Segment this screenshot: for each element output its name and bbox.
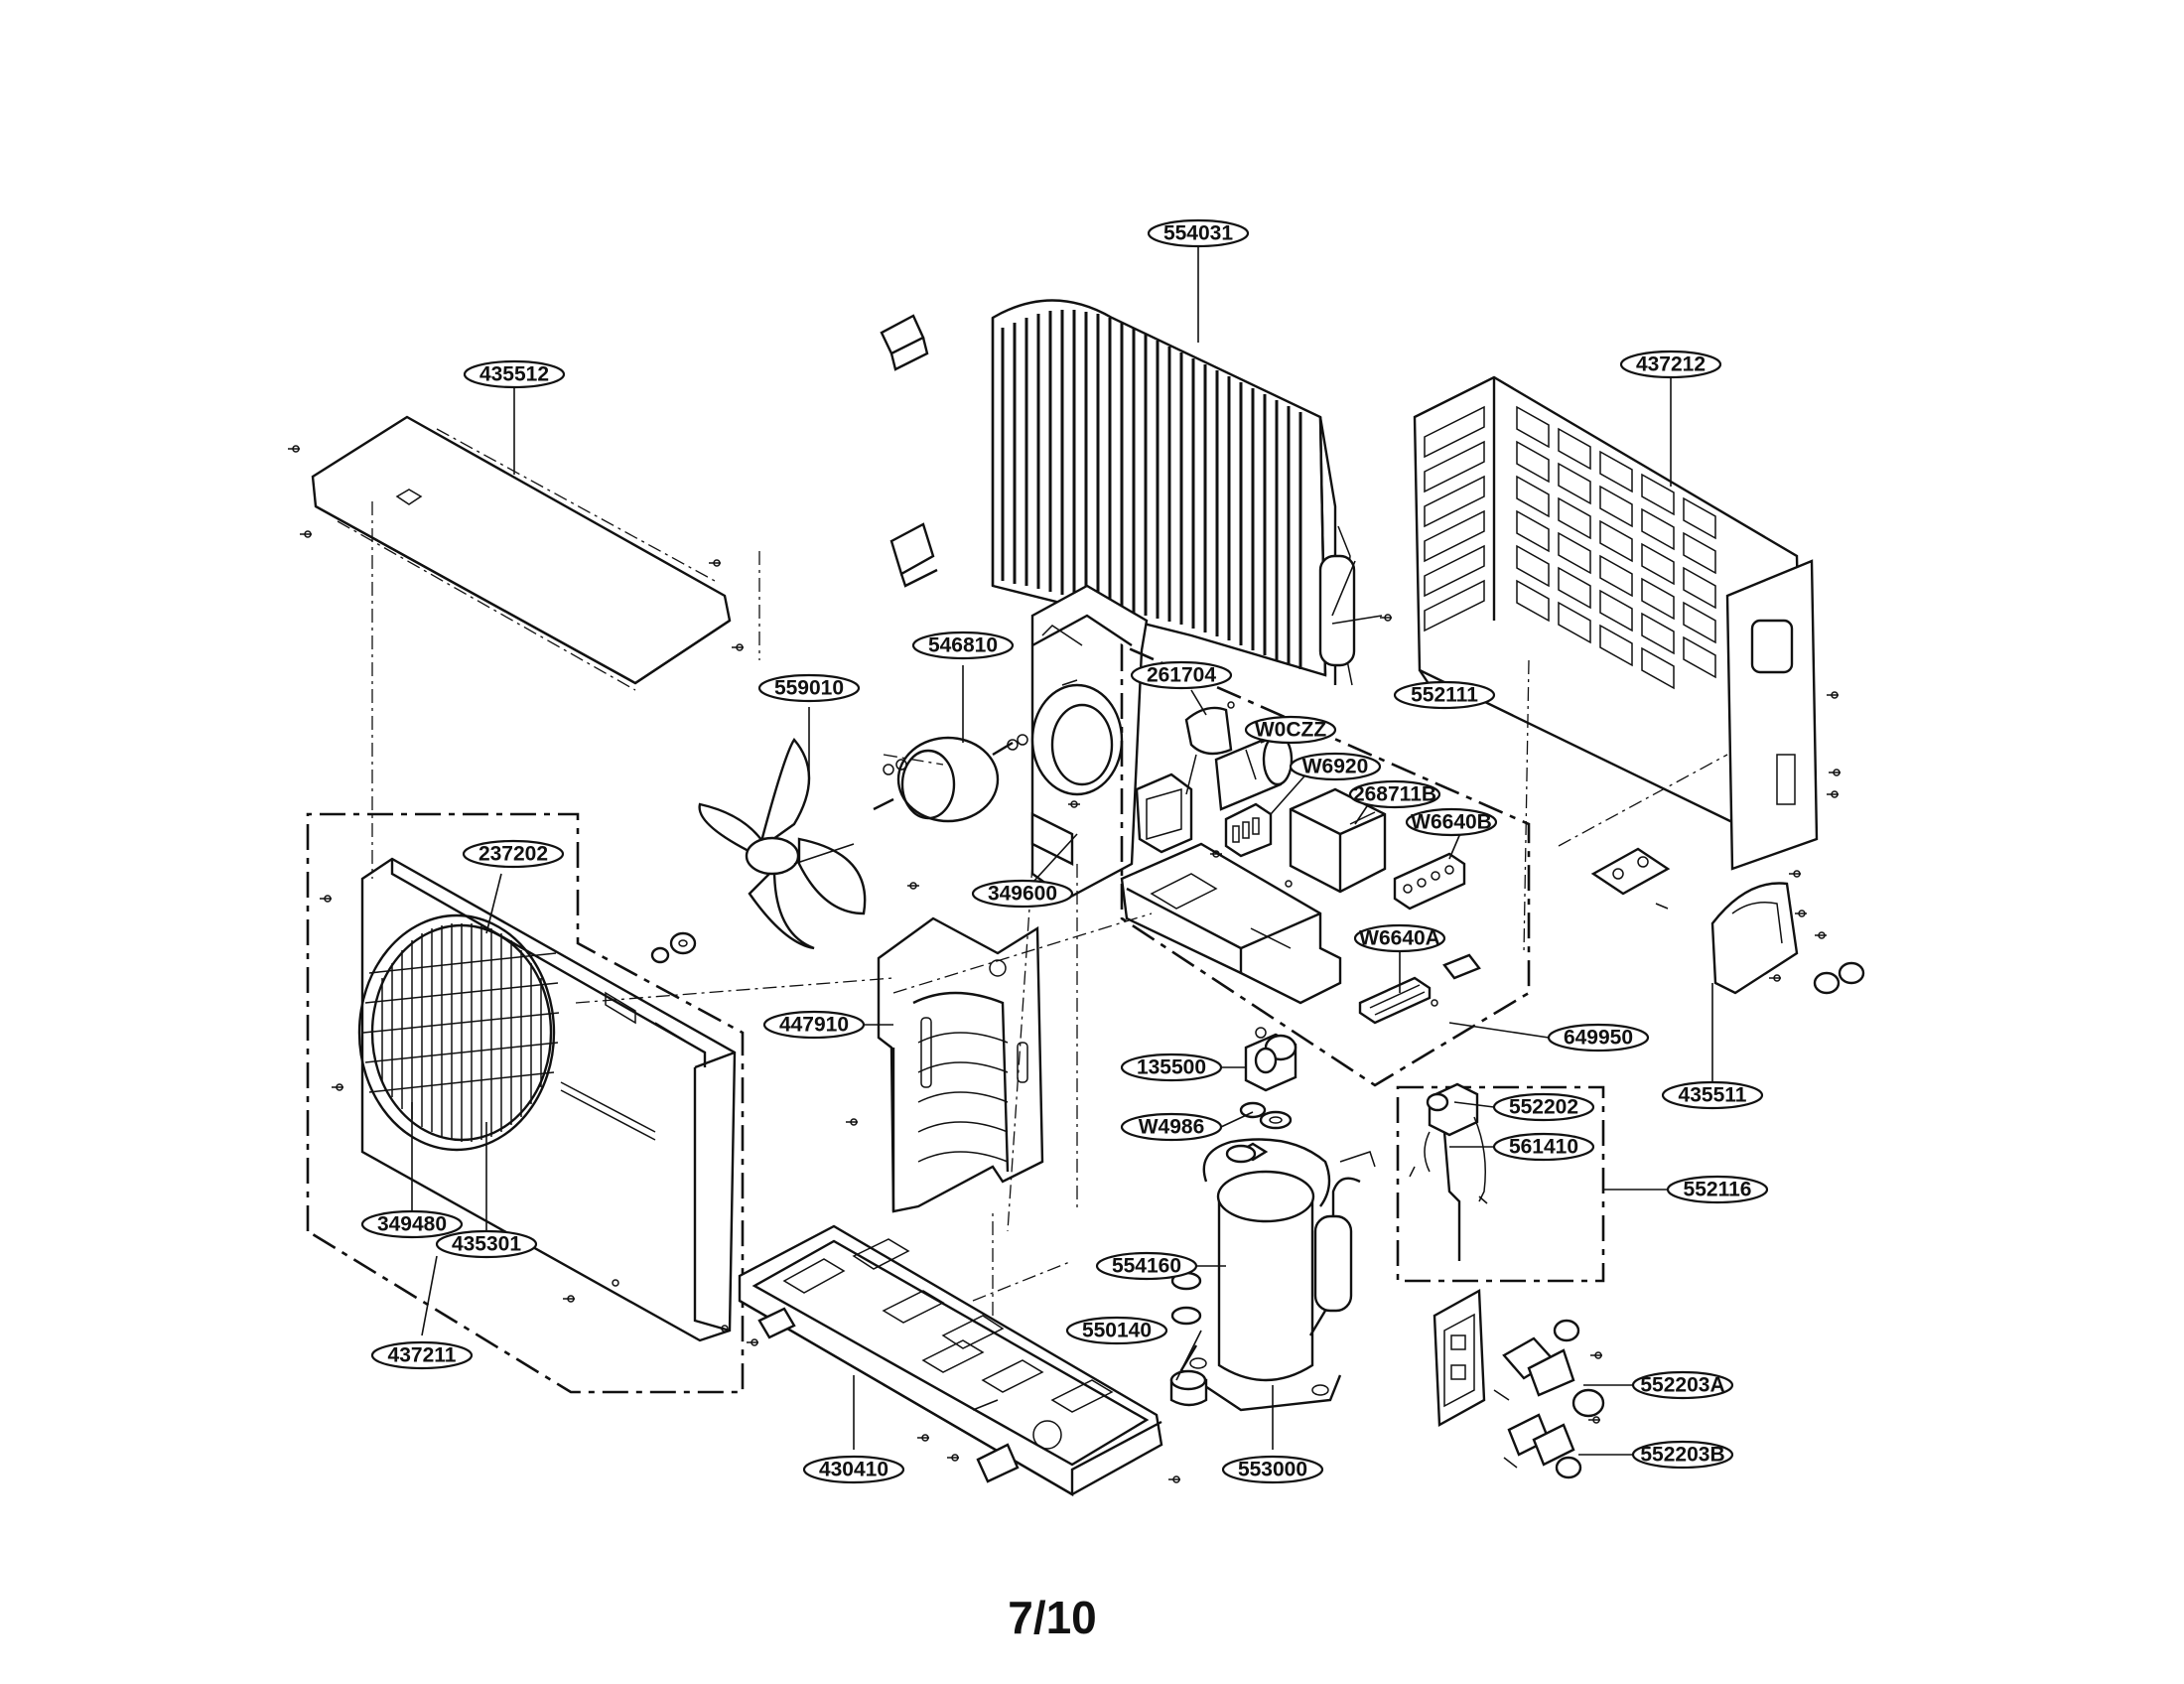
svg-text:349600: 349600	[988, 883, 1057, 906]
callout-649950: 649950	[1547, 1023, 1650, 1052]
callout-559010: 559010	[757, 673, 861, 703]
callout-553000: 553000	[1221, 1455, 1324, 1484]
callout-237202: 237202	[462, 839, 565, 869]
callout-554160: 554160	[1095, 1251, 1198, 1281]
base-pan	[738, 1224, 1180, 1497]
callout-552203A: 552203A	[1631, 1370, 1734, 1400]
callout-268711B: 268711B	[1348, 779, 1441, 809]
svg-text:135500: 135500	[1137, 1056, 1206, 1079]
callout-554031: 554031	[1147, 218, 1250, 248]
svg-text:435511: 435511	[1679, 1084, 1747, 1107]
fan-motor	[873, 734, 1028, 823]
svg-text:268711B: 268711B	[1353, 783, 1436, 806]
page-number: 7/10	[1008, 1592, 1097, 1643]
condenser-coil	[991, 299, 1356, 686]
callout-437212: 437212	[1619, 350, 1722, 379]
svg-text:437212: 437212	[1636, 353, 1706, 376]
svg-text:W4986: W4986	[1139, 1116, 1205, 1139]
front-assembly-boundary	[306, 812, 745, 1394]
callout-561410: 561410	[1492, 1132, 1595, 1162]
svg-text:554160: 554160	[1112, 1255, 1181, 1278]
callout-349480: 349480	[360, 1209, 464, 1239]
svg-text:552111: 552111	[1411, 684, 1478, 707]
svg-text:437211: 437211	[388, 1344, 457, 1367]
svg-text:649950: 649950	[1564, 1027, 1633, 1050]
svg-text:447910: 447910	[779, 1014, 849, 1037]
callout-W4986: W4986	[1120, 1112, 1223, 1142]
svg-text:W6640B: W6640B	[1411, 811, 1492, 834]
svg-text:261704: 261704	[1147, 664, 1216, 687]
control-box-parts	[1120, 701, 1481, 1025]
callout-435512: 435512	[463, 359, 566, 389]
valve-coil	[1409, 1082, 1488, 1261]
terminal-cover	[1239, 1027, 1297, 1130]
svg-text:552203A: 552203A	[1640, 1374, 1724, 1397]
svg-text:237202: 237202	[478, 843, 548, 866]
valve-assembly-boundary	[1396, 1085, 1605, 1283]
callout-435301: 435301	[435, 1229, 538, 1259]
callout-552203B: 552203B	[1631, 1440, 1734, 1470]
fan-blade	[698, 738, 867, 950]
callout-W0CZZ: W0CZZ	[1244, 715, 1337, 745]
side-cover-435511	[1710, 882, 1865, 995]
callout-435511: 435511	[1661, 1080, 1764, 1110]
svg-text:552203B: 552203B	[1640, 1444, 1724, 1467]
motor-mount-bracket	[1030, 584, 1149, 901]
assembly-alignment-lines	[371, 501, 1153, 1316]
svg-text:550140: 550140	[1082, 1320, 1152, 1342]
svg-text:435301: 435301	[452, 1233, 521, 1256]
compressor-grommets	[1169, 1271, 1208, 1407]
callout-546810: 546810	[911, 631, 1015, 660]
svg-text:349480: 349480	[377, 1213, 447, 1236]
callout-552202: 552202	[1492, 1092, 1595, 1122]
svg-text:552202: 552202	[1509, 1096, 1578, 1119]
callout-W6640B: W6640B	[1405, 807, 1498, 837]
callout-W6640A: W6640A	[1353, 923, 1446, 953]
callout-W6920: W6920	[1289, 752, 1382, 781]
svg-text:546810: 546810	[928, 634, 998, 657]
callout-430410: 430410	[802, 1455, 905, 1484]
barrier-panel	[846, 882, 1044, 1213]
svg-text:W6920: W6920	[1302, 756, 1369, 778]
svg-text:552116: 552116	[1684, 1179, 1752, 1201]
control-box-boundary	[1120, 643, 1531, 1087]
coil-clip-bottom	[889, 522, 938, 588]
svg-text:553000: 553000	[1238, 1459, 1307, 1481]
callout-135500: 135500	[1120, 1052, 1223, 1082]
callout-552111: 552111	[1393, 680, 1496, 710]
front-panel-cabinet	[320, 857, 737, 1342]
rear-grille-panel	[1380, 375, 1841, 954]
fan-washers	[650, 931, 697, 964]
callout-552116: 552116	[1666, 1175, 1769, 1204]
compressor	[1179, 1138, 1376, 1412]
callout-447910: 447910	[762, 1010, 866, 1040]
svg-text:559010: 559010	[774, 677, 844, 700]
small-bracket-plate	[1590, 847, 1671, 910]
service-valves	[1433, 1289, 1605, 1479]
svg-text:435512: 435512	[479, 363, 549, 386]
svg-text:561410: 561410	[1509, 1136, 1578, 1159]
callout-349600: 349600	[971, 879, 1074, 909]
callout-261704: 261704	[1130, 660, 1233, 690]
svg-text:430410: 430410	[819, 1459, 888, 1481]
svg-text:W0CZZ: W0CZZ	[1255, 719, 1326, 742]
top-cover-panel	[288, 415, 744, 691]
callout-550140: 550140	[1065, 1316, 1168, 1345]
callout-437211: 437211	[370, 1340, 474, 1370]
svg-text:554031: 554031	[1163, 222, 1233, 245]
svg-text:W6640A: W6640A	[1359, 927, 1440, 950]
coil-clip-top	[880, 314, 929, 371]
